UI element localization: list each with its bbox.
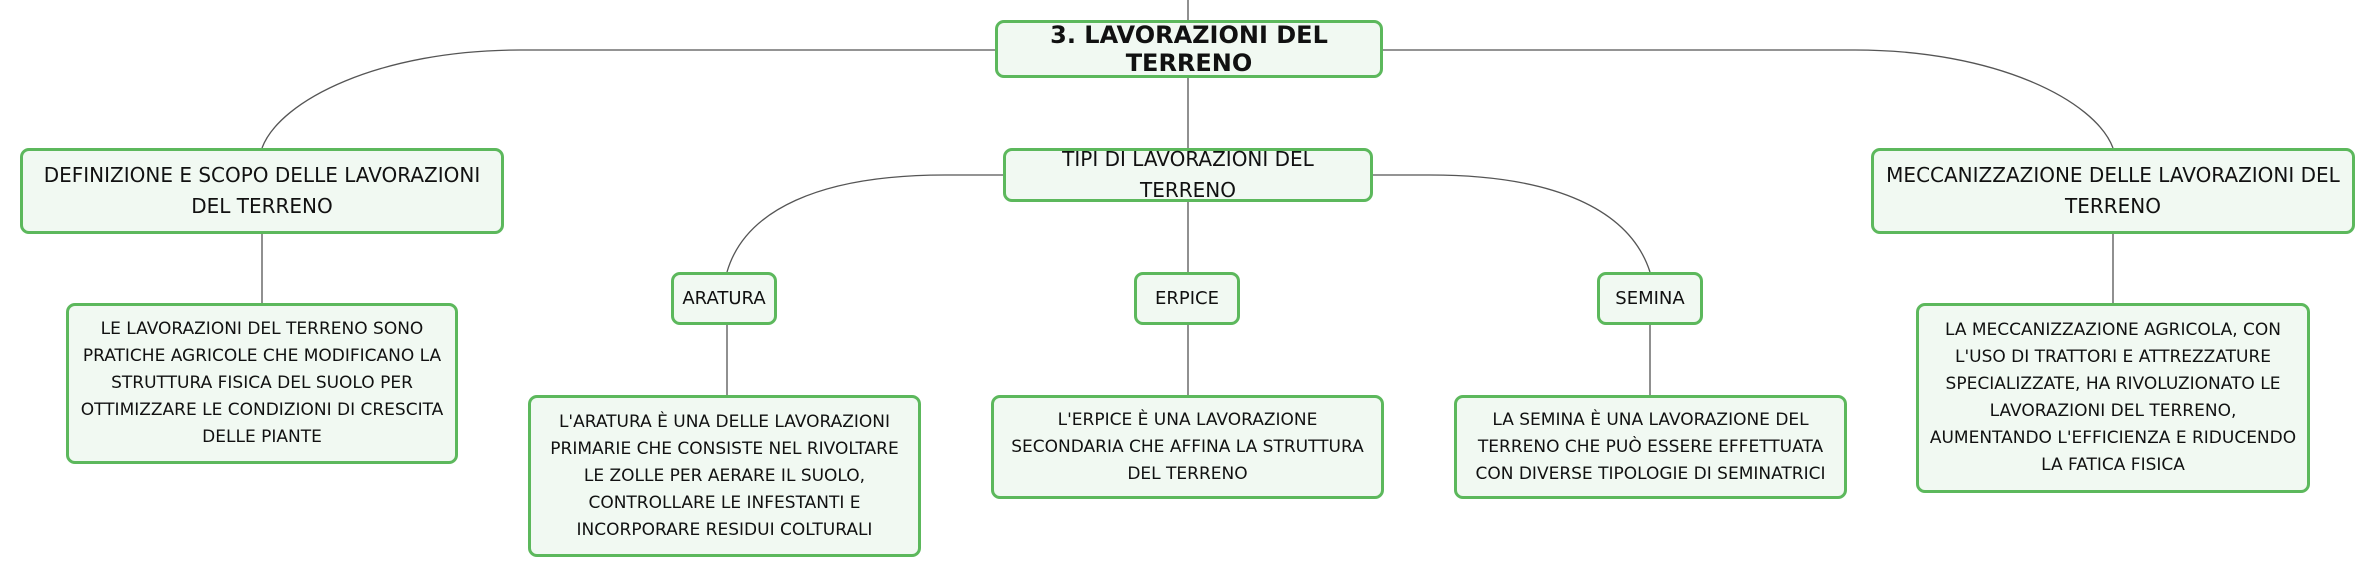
semina-label: SEMINA	[1615, 288, 1685, 309]
semina-node[interactable]: SEMINA	[1597, 272, 1703, 325]
root-label: 3. LAVORAZIONI DEL TERRENO	[1050, 21, 1328, 77]
meccanizzazione-detail-node[interactable]: LA MECCANIZZAZIONE AGRICOLA, CON L'USO D…	[1916, 303, 2310, 493]
aratura-detail-node[interactable]: L'ARATURA È UNA DELLE LAVORAZIONI PRIMAR…	[528, 395, 921, 557]
erpice-label: ERPICE	[1155, 288, 1219, 309]
connector-tipi-aratura	[726, 174, 1003, 273]
tipi-node[interactable]: TIPI DI LAVORAZIONI DEL TERRENO	[1003, 147, 1373, 202]
definizione-detail-node[interactable]: LE LAVORAZIONI DEL TERRENO SONO PRATICHE…	[66, 303, 458, 464]
definizione-node[interactable]: DEFINIZIONE E SCOPO DELLE LAVORAZIONI DE…	[20, 148, 504, 234]
semina-detail-text: LA SEMINA È UNA LAVORAZIONE DEL TERRENO …	[1475, 409, 1826, 484]
connector-root-meccanizzazione	[1383, 49, 2114, 149]
meccanizzazione-detail-text: LA MECCANIZZAZIONE AGRICOLA, CON L'USO D…	[1929, 320, 2297, 475]
meccanizzazione-node[interactable]: MECCANIZZAZIONE DELLE LAVORAZIONI DEL TE…	[1871, 148, 2355, 234]
definizione-detail-text: LE LAVORAZIONI DEL TERRENO SONO PRATICHE…	[80, 319, 444, 447]
erpice-detail-text: L'ERPICE È UNA LAVORAZIONE SECONDARIA CH…	[1011, 409, 1364, 484]
erpice-detail-node[interactable]: L'ERPICE È UNA LAVORAZIONE SECONDARIA CH…	[991, 395, 1384, 499]
aratura-detail-text: L'ARATURA È UNA DELLE LAVORAZIONI PRIMAR…	[550, 411, 899, 540]
connector-tipi-semina	[1373, 174, 1651, 273]
connector-root-definizione	[261, 49, 995, 149]
tipi-label: TIPI DI LAVORAZIONI DEL TERRENO	[1062, 147, 1314, 202]
root-node[interactable]: 3. LAVORAZIONI DEL TERRENO	[995, 20, 1383, 78]
aratura-node[interactable]: ARATURA	[671, 272, 777, 325]
definizione-label: DEFINIZIONE E SCOPO DELLE LAVORAZIONI DE…	[43, 163, 481, 218]
meccanizzazione-label: MECCANIZZAZIONE DELLE LAVORAZIONI DEL TE…	[1886, 163, 2340, 218]
aratura-label: ARATURA	[682, 288, 766, 309]
semina-detail-node[interactable]: LA SEMINA È UNA LAVORAZIONE DEL TERRENO …	[1454, 395, 1847, 499]
erpice-node[interactable]: ERPICE	[1134, 272, 1240, 325]
